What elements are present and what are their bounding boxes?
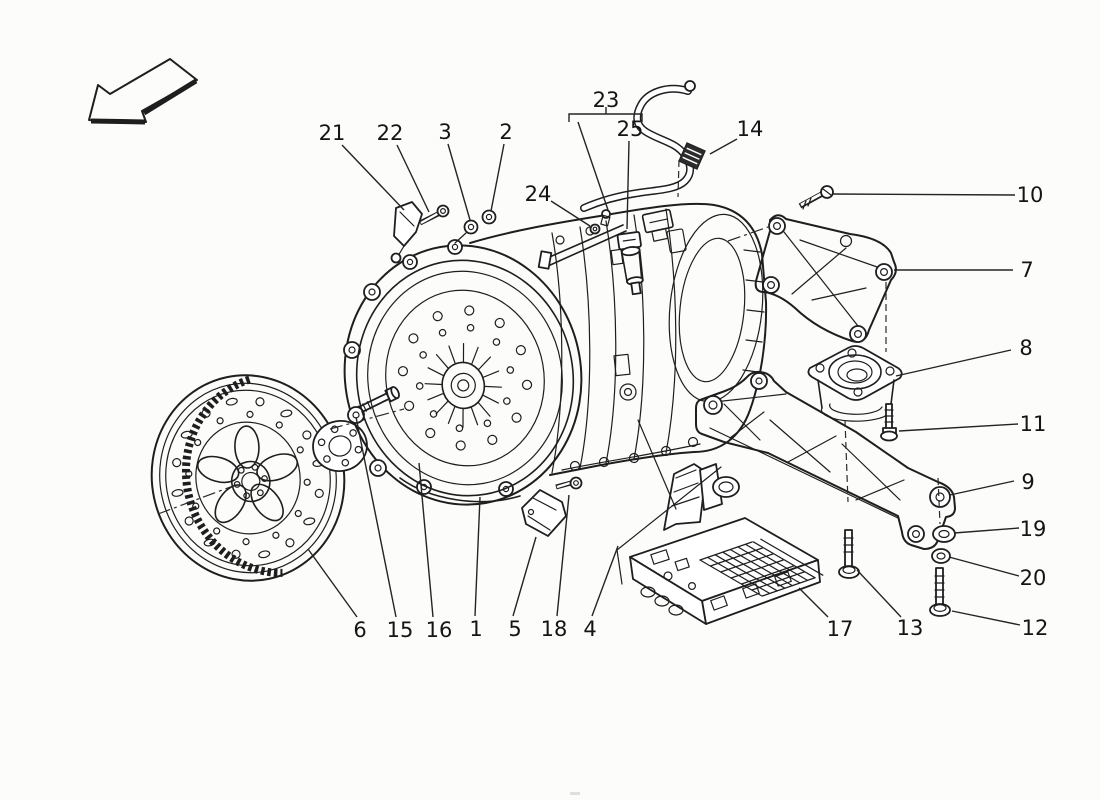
part-label-18: 18 xyxy=(541,617,568,641)
scan-artifact xyxy=(570,792,580,795)
part-label-13: 13 xyxy=(897,616,924,640)
part-label-20: 20 xyxy=(1020,566,1047,590)
leader-line-20 xyxy=(948,556,1020,577)
mount-bracket-drawing xyxy=(754,214,897,343)
part-label-11: 11 xyxy=(1020,412,1047,436)
gearbox-housing-drawing xyxy=(469,202,768,476)
leader-line-13 xyxy=(856,569,902,618)
shaft-centerline xyxy=(329,408,405,430)
leader-line-1 xyxy=(474,496,481,617)
support-bracket-drawing xyxy=(521,489,567,537)
part-label-12: 12 xyxy=(1022,616,1049,640)
front-direction-arrow-icon xyxy=(88,58,198,125)
flywheel-centerline xyxy=(157,485,234,515)
part-label-15: 15 xyxy=(387,618,414,642)
leader-line-10 xyxy=(832,193,1016,196)
bolt-13-drawing xyxy=(838,529,860,579)
leader-line-12 xyxy=(951,610,1021,626)
mount-bolt-drawing xyxy=(880,403,898,442)
part-label-24: 24 xyxy=(525,182,552,206)
part-label-9: 9 xyxy=(1021,470,1034,494)
washer-20-drawing xyxy=(931,548,951,564)
washer-2-drawing xyxy=(481,209,497,225)
sensor-drawing xyxy=(616,231,644,296)
part-label-19: 19 xyxy=(1020,517,1047,541)
leader-line-11 xyxy=(898,423,1019,432)
leader-line-9 xyxy=(949,480,1015,496)
bell-housing-drawing xyxy=(343,239,583,506)
part-label-25: 25 xyxy=(617,117,644,141)
valve-body-drawing xyxy=(629,463,824,625)
small-bracket-drawing xyxy=(390,201,423,264)
leader-line-8 xyxy=(895,349,1012,377)
leader-line-22 xyxy=(396,144,430,213)
part-label-8: 8 xyxy=(1019,336,1032,360)
part-label-7: 7 xyxy=(1020,258,1033,282)
part-label-6: 6 xyxy=(353,618,366,642)
part-label-14: 14 xyxy=(737,117,764,141)
leader-line-25 xyxy=(626,140,630,230)
small-bolt-drawing xyxy=(418,204,450,226)
part-label-22: 22 xyxy=(377,121,404,145)
part-label-17: 17 xyxy=(827,617,854,641)
bolt-12-drawing xyxy=(929,567,951,617)
washer-3-drawing xyxy=(454,219,479,244)
part-label-16: 16 xyxy=(426,618,453,642)
part-label-3: 3 xyxy=(438,120,451,144)
tube-position-dash xyxy=(677,159,680,198)
part-label-4: 4 xyxy=(583,617,596,641)
part-label-10: 10 xyxy=(1017,183,1044,207)
leader-line-4 xyxy=(591,545,619,617)
leader-line-21 xyxy=(341,144,405,211)
leader-line-6 xyxy=(307,548,358,618)
leader-line-16 xyxy=(418,462,434,618)
part-label-5: 5 xyxy=(508,617,521,641)
clutch-assembly-drawing xyxy=(355,259,575,497)
bracket-bolt-drawing xyxy=(798,185,834,210)
flywheel-drawing xyxy=(150,374,346,582)
crossmember-washer-dash xyxy=(937,477,941,525)
part-label-1: 1 xyxy=(469,617,482,641)
crossmember-bolt-dash xyxy=(844,419,849,503)
clip-bolt-drawing xyxy=(600,209,611,227)
leader-line-17 xyxy=(798,587,829,618)
support-rail-drawing xyxy=(537,223,627,270)
leader-line-19 xyxy=(953,527,1020,534)
leader-line-15 xyxy=(355,416,397,618)
bracket-centerline xyxy=(727,226,769,242)
bolt-18-drawing xyxy=(555,476,583,490)
valve-body-pointer-line xyxy=(637,419,677,510)
breather-tube-drawing xyxy=(580,80,706,212)
leader-line-5 xyxy=(512,536,537,617)
crossmember-drawing xyxy=(695,370,956,550)
bracket-23 xyxy=(568,107,643,122)
washer-19-drawing xyxy=(932,525,956,543)
leader-line-14 xyxy=(709,138,738,155)
part-label-21: 21 xyxy=(319,121,346,145)
leader-line-2 xyxy=(490,143,505,212)
leader-line-3 xyxy=(447,143,471,221)
leader-line-24 xyxy=(550,200,591,227)
engine-mount-drawing xyxy=(807,345,903,422)
leader-line-18 xyxy=(556,494,570,617)
washer-plate-drawing xyxy=(312,420,368,472)
leader-line-23 xyxy=(577,121,609,211)
part-label-2: 2 xyxy=(499,120,512,144)
